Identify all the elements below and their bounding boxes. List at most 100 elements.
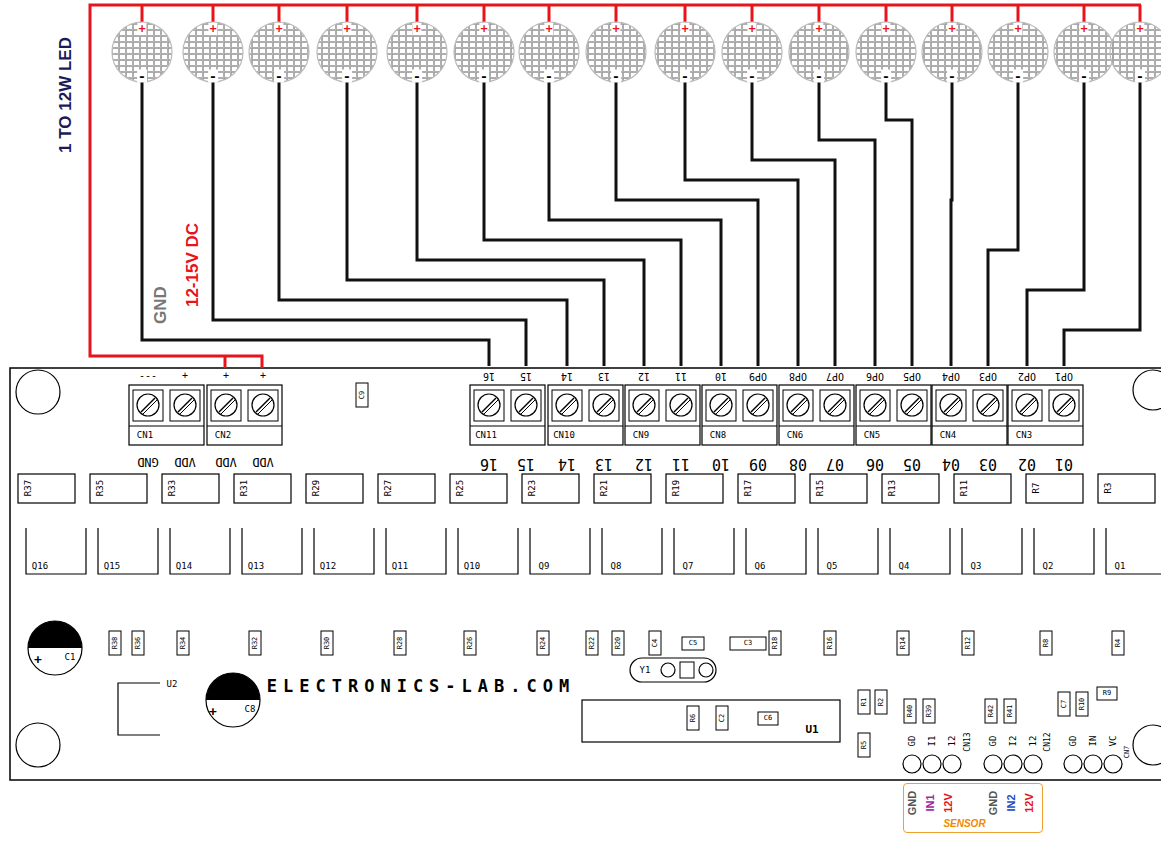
mosfet-name: Q4: [899, 562, 910, 571]
screw-slot: [178, 398, 192, 412]
polarity-mark: +: [947, 23, 956, 35]
led-module: [387, 22, 447, 82]
led-cathode-wire: [279, 82, 567, 366]
screw-slot: [639, 400, 653, 414]
screw-slot: [870, 400, 884, 414]
led-cathode-wire: [886, 82, 912, 366]
screw-head: [824, 394, 846, 416]
header-pin: [984, 755, 1002, 773]
resistor-footprint: [594, 474, 651, 503]
part-name: R30: [324, 637, 331, 650]
part-name: C9: [359, 391, 366, 399]
screw-slot: [521, 400, 535, 414]
pin-mark: OP7: [826, 371, 844, 381]
mosfet-name: Q9: [539, 562, 550, 571]
part-name: R42: [988, 705, 995, 718]
part-name: C6: [764, 715, 772, 722]
part-name: R14: [900, 637, 907, 650]
pin-name: 09: [749, 456, 767, 471]
resistor-footprint: [954, 474, 1011, 503]
connector-name: CN7: [1124, 746, 1131, 759]
pin-name: 07: [826, 456, 844, 471]
header-pin: [903, 755, 921, 773]
ground-label: GND: [152, 286, 169, 324]
led-module: [856, 22, 916, 82]
pin-mark: 15: [520, 371, 532, 381]
terminal-divider: [702, 426, 777, 427]
mosfet-footprint: [170, 528, 230, 574]
pin-name: 10: [712, 456, 730, 471]
mosfet-name: Q15: [104, 562, 120, 571]
screw-slot: [714, 398, 728, 412]
header-pin: [943, 755, 961, 773]
mosfet-name: Q8: [611, 562, 622, 571]
smd-footprint: [537, 631, 549, 655]
mosfet-name: Q7: [683, 562, 694, 571]
led-cathode-wire: [213, 82, 526, 366]
led-module: [655, 22, 715, 82]
led-cathode-wire: [616, 82, 758, 366]
screw-head: [593, 394, 615, 416]
led-anode-wire: [1139, 5, 1142, 22]
sensor-pin-name: GND: [987, 790, 998, 814]
mosfet-name: Q10: [464, 562, 480, 571]
terminal-divider: [856, 426, 931, 427]
polarity-mark: -: [680, 70, 690, 83]
screw-seat: [706, 390, 736, 421]
pin-name: GD: [989, 736, 998, 747]
pin-mark: OP5: [903, 371, 921, 381]
screw-slot: [258, 400, 272, 414]
led-anode-wire: [548, 5, 551, 22]
screw-slot: [597, 398, 611, 412]
led-anode-wire: [951, 5, 954, 22]
resistor-footprint: [378, 474, 435, 503]
screw-slot: [1059, 400, 1073, 414]
supply-label: 12-15V DC: [184, 223, 201, 307]
led-module: [922, 22, 982, 82]
led-module: [1054, 22, 1114, 82]
led-cathode-wire: [484, 82, 681, 366]
smd-footprint: [897, 631, 909, 655]
screw-slot: [981, 398, 995, 412]
mounting-hole: [1133, 370, 1161, 410]
polarity-mark: +: [680, 23, 689, 35]
led-anode-wire: [684, 5, 687, 22]
led-cathode-wire: [988, 82, 1018, 366]
led-anode-wire: [416, 5, 419, 22]
led-module: [1110, 22, 1161, 82]
mosfet-name: Q16: [32, 562, 48, 571]
capacitor-polarity: [28, 621, 82, 648]
terminal-divider: [470, 426, 545, 427]
polarity-mark: +: [208, 23, 217, 35]
polarity-mark: +: [611, 23, 620, 35]
mosfet-name: Q5: [827, 562, 838, 571]
terminal-block: [129, 385, 204, 445]
terminal-block: [702, 385, 777, 445]
pin-name: GND: [137, 456, 159, 468]
screw-seat: [1049, 390, 1079, 421]
polarity-mark: -: [814, 70, 824, 83]
connector-name: CN4: [940, 431, 956, 440]
smd-footprint: [758, 712, 778, 725]
screw-head: [556, 394, 578, 416]
pin-mark: OP4: [942, 371, 960, 381]
screw-head: [940, 394, 962, 416]
smd-footprint: [716, 706, 728, 730]
screw-slot: [484, 400, 498, 414]
polarity-mark: -: [947, 70, 957, 83]
connector-name: CN2: [215, 431, 231, 440]
crystal-pad: [661, 663, 675, 677]
screw-seat: [248, 390, 278, 421]
resistor-footprint: [738, 474, 795, 503]
part-name: Y1: [640, 666, 651, 675]
resistor-footprint: [450, 474, 507, 503]
connector-name: CN5: [864, 431, 880, 440]
part-name: R28: [397, 637, 404, 650]
terminal-block: [779, 385, 854, 445]
resistor-name: R37: [24, 480, 33, 496]
regulator-outline: [118, 683, 160, 735]
polarity-mark: +: [814, 23, 823, 35]
screw-slot: [1057, 398, 1071, 412]
connector-name: CN6: [787, 431, 803, 440]
header-pin: [1104, 755, 1122, 773]
